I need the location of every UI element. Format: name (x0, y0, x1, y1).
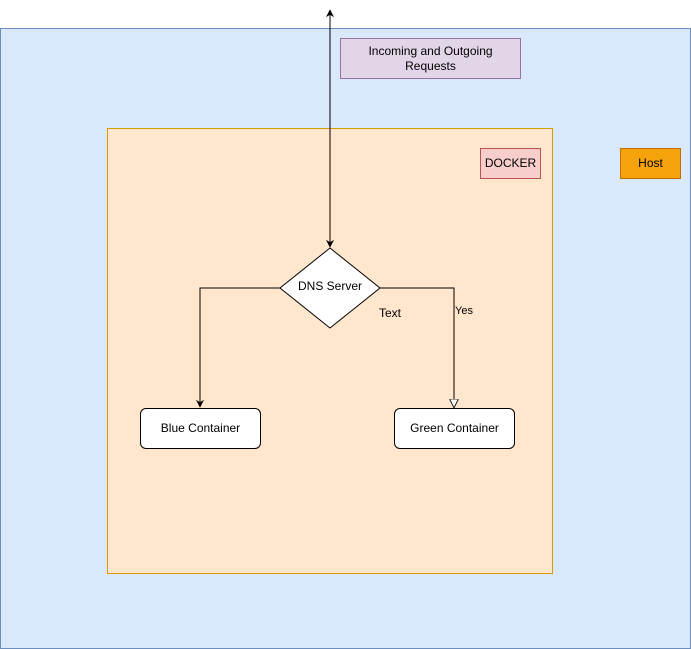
green-container-label: Green Container (410, 421, 499, 435)
dns-server-label: DNS Server (297, 278, 362, 293)
yes-label-box: Yes (449, 303, 479, 319)
text-label-box: Text (370, 304, 410, 322)
requests-label: Incoming and Outgoing Requests (368, 43, 493, 73)
requests-box: Incoming and Outgoing Requests (340, 38, 521, 79)
docker-label-box: DOCKER (480, 148, 541, 179)
docker-label: DOCKER (484, 156, 537, 170)
host-label: Host (638, 156, 663, 170)
green-container-node: Green Container (394, 408, 515, 449)
dns-server-label-box: DNS Server (280, 276, 380, 296)
text-label: Text (378, 305, 401, 320)
blue-connector (196, 287, 280, 408)
green-connector (380, 287, 454, 407)
dns-server-diamond (279, 247, 381, 329)
yes-label: Yes (455, 304, 473, 317)
blue-container-label: Blue Container (160, 421, 241, 435)
host-label-box: Host (620, 148, 681, 179)
blue-container-node: Blue Container (140, 408, 261, 449)
